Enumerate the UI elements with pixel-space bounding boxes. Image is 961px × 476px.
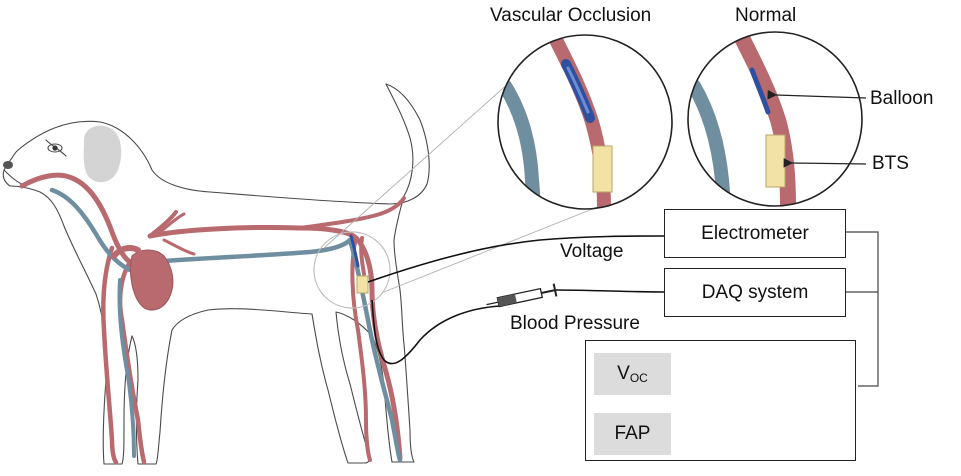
panel-connectors: [846, 231, 879, 387]
voc-label-box: VOC: [594, 353, 671, 395]
daq-wire: [555, 289, 665, 293]
daq-system-box: DAQ system: [664, 268, 846, 317]
nose-icon: [3, 161, 13, 169]
blood-pressure-label: Blood Pressure: [510, 313, 640, 334]
normal-label: Normal: [735, 5, 797, 26]
electrometer-box: Electrometer: [664, 209, 846, 258]
bts-arrow: [783, 158, 867, 168]
eye-icon: [52, 145, 58, 151]
fap-label-box: FAP: [594, 413, 671, 455]
fap-label: FAP: [614, 423, 651, 444]
balloon-label: Balloon: [870, 88, 934, 109]
zoom-occlusion-view: [498, 35, 613, 209]
voltage-label: Voltage: [560, 241, 624, 262]
zoom-lines: [323, 81, 601, 293]
artery-network: [19, 172, 406, 465]
voltage-wire: [367, 235, 665, 283]
heart-shape: [129, 249, 174, 311]
voc-label-sub: OC: [629, 371, 648, 385]
catheter-line: [371, 299, 501, 365]
voc-label-main: V: [617, 363, 630, 384]
ear-shape: [83, 125, 122, 183]
signal-panel: VOC FAP: [585, 340, 856, 461]
zoom-normal-view: [688, 32, 796, 206]
zoom-circle-occlusion: [497, 34, 673, 210]
zoom-circle-normal: [687, 31, 863, 207]
electrometer-label: Electrometer: [701, 222, 809, 244]
vascular-occlusion-label: Vascular Occlusion: [490, 5, 652, 26]
bts-sensor-small: [356, 275, 369, 294]
syringe-icon: [486, 283, 558, 308]
vein-network: [49, 187, 403, 463]
heart-vessel: [111, 245, 141, 259]
balloon-arrow: [767, 89, 867, 100]
focus-region-circle: [313, 231, 391, 309]
balloon-small: [349, 234, 360, 268]
voc-label: VOC: [617, 363, 648, 385]
bts-label: BTS: [872, 153, 909, 174]
daq-system-label: DAQ system: [701, 281, 809, 303]
